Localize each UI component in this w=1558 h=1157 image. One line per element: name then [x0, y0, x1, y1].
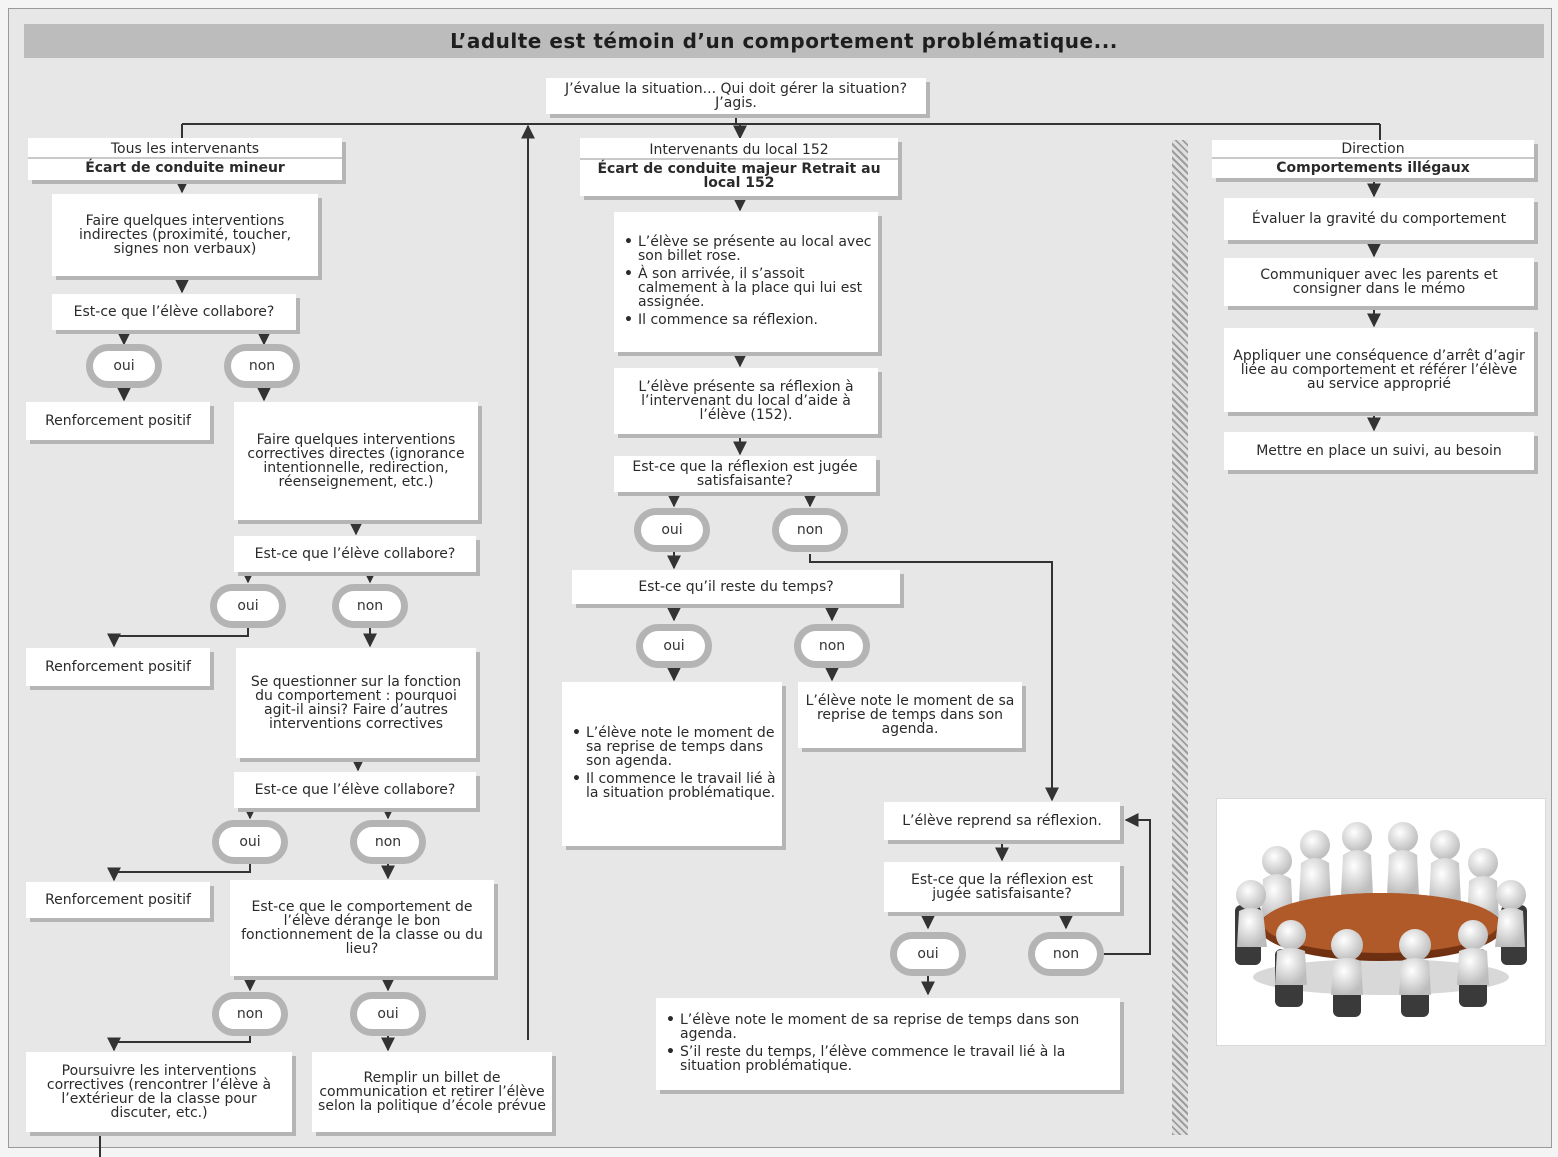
left-header-actor: Tous les intervenants	[28, 141, 342, 159]
right-step-4: Mettre en place un suivi, au besoin	[1224, 432, 1534, 470]
answer-no-6: non	[794, 624, 870, 668]
time-yes-steps-box: L’élève note le moment de sa reprise de …	[562, 682, 782, 846]
arrival-step: L’élève se présente au local avec son bi…	[624, 235, 872, 263]
answer-yes-7: oui	[890, 932, 966, 976]
middle-header-actor: Intervenants du local 152	[580, 142, 898, 160]
answer-yes-6: oui	[636, 624, 712, 668]
indirect-interventions-box: Faire quelques interventions indirectes …	[52, 194, 318, 276]
resume-reflection-box: L’élève reprend sa réflexion.	[884, 802, 1120, 840]
question-satisfying-1: Est-ce que la réflexion est jugée satisf…	[614, 456, 876, 492]
right-header-category: Comportements illégaux	[1276, 160, 1470, 176]
page-title: L’adulte est témoin d’un comportement pr…	[24, 24, 1544, 58]
time-yes-step: L’élève note le moment de sa reprise de …	[572, 726, 776, 768]
left-column-header: Tous les intervenants Écart de conduite …	[28, 138, 342, 180]
answer-yes-2: oui	[210, 584, 286, 628]
reinforcement-box-2: Renforcement positif	[26, 648, 210, 686]
column-separator	[1172, 140, 1188, 1135]
answer-no-2: non	[332, 584, 408, 628]
right-step-3: Appliquer une conséquence d’arrêt d’agir…	[1224, 328, 1534, 412]
pursue-interventions-box: Poursuivre les interventions correctives…	[26, 1052, 292, 1132]
final-step: S’il reste du temps, l’élève commence le…	[666, 1045, 1114, 1073]
time-yes-step: Il commence le travail lié à la situatio…	[572, 772, 776, 800]
middle-header-category: Écart de conduite majeur Retrait au loca…	[597, 161, 881, 191]
question-collaborate-3: Est-ce que l’élève collabore?	[234, 772, 476, 808]
right-column-header: Direction Comportements illégaux	[1212, 140, 1534, 178]
corrective-interventions-box: Faire quelques interventions correctives…	[234, 402, 478, 520]
right-header-actor: Direction	[1212, 141, 1534, 159]
reinforcement-box-1: Renforcement positif	[26, 402, 210, 440]
left-header-category: Écart de conduite mineur	[85, 160, 285, 176]
function-question-box: Se questionner sur la fonction du compor…	[236, 648, 476, 758]
final-steps-box: L’élève note le moment de sa reprise de …	[656, 998, 1120, 1090]
present-reflection-box: L’élève présente sa réflexion à l’interv…	[614, 368, 878, 434]
communication-ticket-box: Remplir un billet de communication et re…	[312, 1052, 552, 1132]
question-time-left: Est-ce qu’il reste du temps?	[572, 570, 900, 604]
right-step-1: Évaluer la gravité du comportement	[1224, 198, 1534, 240]
question-satisfying-2: Est-ce que la réflexion est jugée satisf…	[884, 862, 1120, 912]
answer-yes-4: oui	[350, 992, 426, 1036]
answer-yes-1: oui	[86, 344, 162, 388]
disturb-question-box: Est-ce que le comportement de l’élève dé…	[230, 880, 494, 976]
time-no-box: L’élève note le moment de sa reprise de …	[798, 682, 1022, 748]
question-collaborate-1: Est-ce que l’élève collabore?	[52, 294, 296, 330]
answer-no-5: non	[772, 508, 848, 552]
answer-no-3: non	[350, 820, 426, 864]
arrival-steps-box: L’élève se présente au local avec son bi…	[614, 212, 878, 352]
arrival-step: Il commence sa réflexion.	[624, 313, 872, 327]
evaluate-box: J’évalue la situation... Qui doit gérer …	[546, 78, 926, 114]
middle-column-header: Intervenants du local 152 Écart de condu…	[580, 138, 898, 196]
meeting-round-table-icon	[1235, 822, 1527, 1017]
answer-no-4: non	[212, 992, 288, 1036]
final-step: L’élève note le moment de sa reprise de …	[666, 1013, 1114, 1041]
right-step-2: Communiquer avec les parents et consigne…	[1224, 258, 1534, 306]
reinforcement-box-3: Renforcement positif	[26, 882, 210, 918]
answer-no-1: non	[224, 344, 300, 388]
answer-yes-5: oui	[634, 508, 710, 552]
meeting-illustration	[1216, 798, 1546, 1046]
answer-no-7: non	[1028, 932, 1104, 976]
answer-yes-3: oui	[212, 820, 288, 864]
arrival-step: À son arrivée, il s’assoit calmement à l…	[624, 267, 872, 309]
question-collaborate-2: Est-ce que l’élève collabore?	[234, 536, 476, 572]
